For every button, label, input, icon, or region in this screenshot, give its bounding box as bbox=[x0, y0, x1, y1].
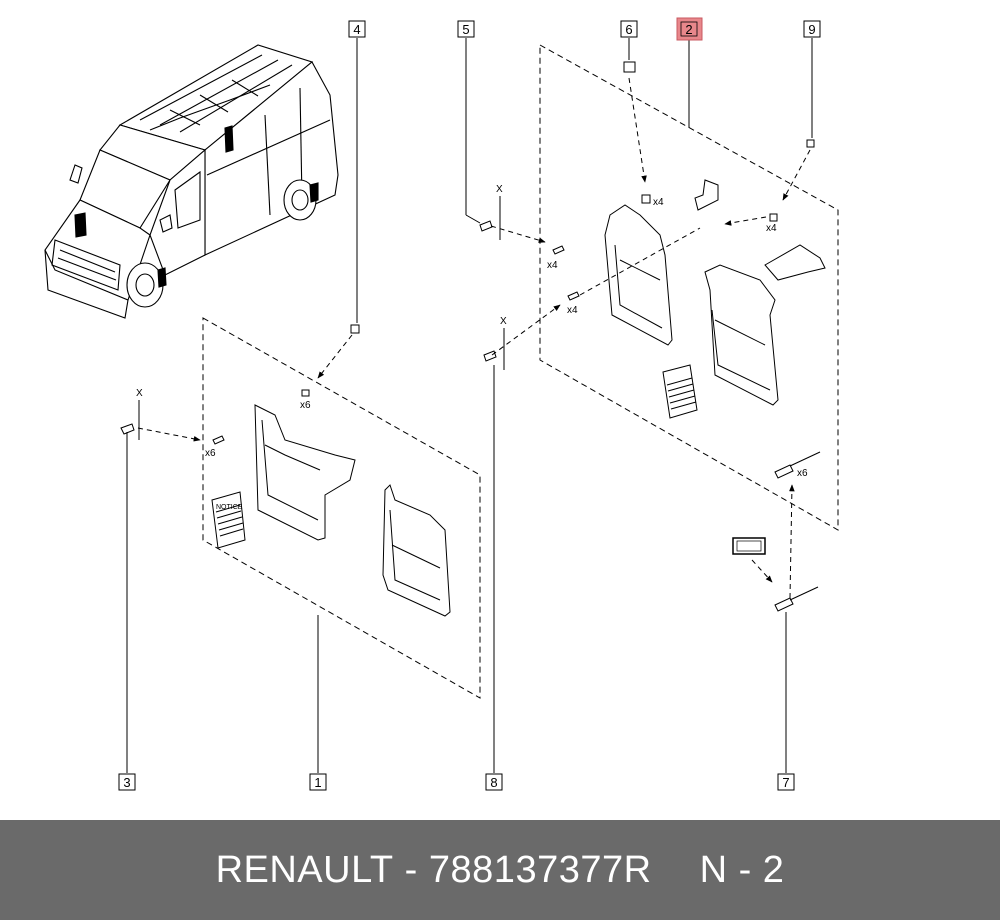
van-illustration bbox=[44, 44, 339, 319]
kit-front-mudflaps bbox=[202, 317, 481, 699]
footer-suffix: N - 2 bbox=[699, 848, 785, 891]
axis-x-mark-2: X bbox=[496, 184, 503, 195]
axis-x-mark-3: X bbox=[500, 316, 507, 327]
callout-9[interactable]: 9 bbox=[803, 20, 821, 38]
callout-6[interactable]: 6 bbox=[620, 20, 638, 38]
kit-rear-mudflaps bbox=[539, 44, 839, 531]
qty-x4-nut: x4 bbox=[766, 223, 777, 234]
qty-x6-nut: x6 bbox=[300, 400, 311, 411]
callout-2[interactable]: 2 bbox=[676, 17, 703, 41]
svg-text:4: 4 bbox=[353, 22, 360, 37]
footer-separator: - bbox=[393, 848, 429, 891]
qty-x4-screw-lower: x4 bbox=[567, 305, 578, 316]
leader-lines bbox=[126, 38, 813, 773]
quantity-labels: x6 x6 x4 x4 x4 x4 x6 X X X bbox=[136, 184, 808, 479]
fasteners bbox=[120, 61, 821, 612]
callout-4[interactable]: 4 bbox=[348, 20, 366, 38]
svg-text:1: 1 bbox=[314, 775, 321, 790]
svg-text:5: 5 bbox=[462, 22, 469, 37]
notice-label-front: NOTICE bbox=[216, 504, 243, 511]
svg-text:3: 3 bbox=[123, 775, 130, 790]
axis-x-mark-1: X bbox=[136, 388, 143, 399]
qty-x4-clip: x4 bbox=[653, 197, 664, 208]
qty-x6-screw: x6 bbox=[205, 448, 216, 459]
svg-text:2: 2 bbox=[685, 22, 692, 37]
callout-8[interactable]: 8 bbox=[485, 773, 503, 791]
footer-part-number: 788137377R bbox=[428, 848, 652, 891]
callout-7[interactable]: 7 bbox=[777, 773, 795, 791]
footer-bar: RENAULT - 788137377R N - 2 bbox=[0, 820, 1000, 920]
footer-brand: RENAULT bbox=[215, 848, 394, 891]
callout-5[interactable]: 5 bbox=[457, 20, 475, 38]
svg-text:8: 8 bbox=[490, 775, 497, 790]
svg-text:9: 9 bbox=[808, 22, 815, 37]
callout-3[interactable]: 3 bbox=[118, 773, 136, 791]
svg-text:6: 6 bbox=[625, 22, 632, 37]
svg-text:7: 7 bbox=[782, 775, 789, 790]
qty-x4-screw-upper: x4 bbox=[547, 260, 558, 271]
callout-1[interactable]: 1 bbox=[309, 773, 327, 791]
exploded-parts-diagram: NOTICE bbox=[44, 17, 839, 791]
qty-x6-rivet: x6 bbox=[797, 468, 808, 479]
